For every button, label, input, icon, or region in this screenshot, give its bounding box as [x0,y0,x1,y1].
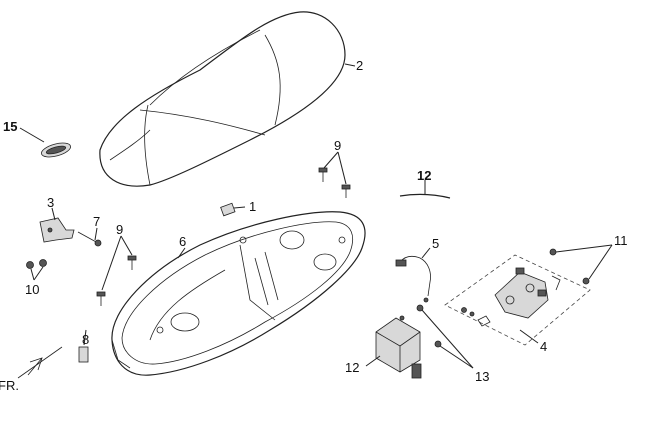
leader-11b [588,244,613,280]
callout-15: 15 [3,119,17,134]
leader-11a [555,244,613,253]
leader-10a [30,268,35,281]
callout-8: 8 [82,332,89,347]
callout-10: 10 [25,282,39,297]
actuator-part [375,315,422,379]
callout-6: 6 [179,234,186,249]
leader-2 [344,63,356,67]
lock-mechanism-part [444,254,591,346]
leader-6 [177,247,186,259]
callout-12-upper: 12 [417,168,431,183]
callout-3: 3 [47,195,54,210]
leader-9a-1 [323,151,339,169]
clip-part-8 [78,346,89,363]
callout-5: 5 [432,236,439,251]
leader-9b-1 [120,235,133,256]
leader-1 [233,206,246,209]
screw-part-13 [416,304,442,348]
leader-8 [83,329,87,346]
leader-9b-2 [101,235,122,291]
leader-7 [94,227,98,241]
screw-part-11 [549,248,590,285]
storage-box-part [111,211,366,376]
screw-part-9-lower [96,255,137,306]
bracket-part [39,217,75,243]
callout-9-lower: 9 [116,222,123,237]
leader-10b [33,266,44,281]
callout-2: 2 [356,58,363,73]
trim-strip-part [399,193,451,199]
callout-11: 11 [614,233,628,248]
leader-5 [421,247,431,259]
leader-3 [51,207,56,221]
front-direction-arrow [17,346,63,379]
leader-12b [365,355,381,367]
seat-part [99,11,346,187]
callout-9-upper: 9 [334,138,341,153]
callout-4: 4 [540,339,547,354]
front-direction-label: FR. [0,378,19,393]
leader-13b [439,345,474,369]
callout-7: 7 [93,214,100,229]
callout-12-lower: 12 [345,360,359,375]
callout-13: 13 [475,369,489,384]
leader-13a [421,309,474,369]
leader-9a-2 [337,151,347,185]
leader-4 [519,329,539,344]
clip-part [220,202,236,217]
nut-part-10 [26,259,47,269]
badge-part [41,142,71,158]
leader-15 [19,127,45,143]
screw-part-9-upper [318,167,351,198]
cable-part [395,255,431,303]
callout-1: 1 [249,199,256,214]
bolt-part-7 [77,231,102,247]
